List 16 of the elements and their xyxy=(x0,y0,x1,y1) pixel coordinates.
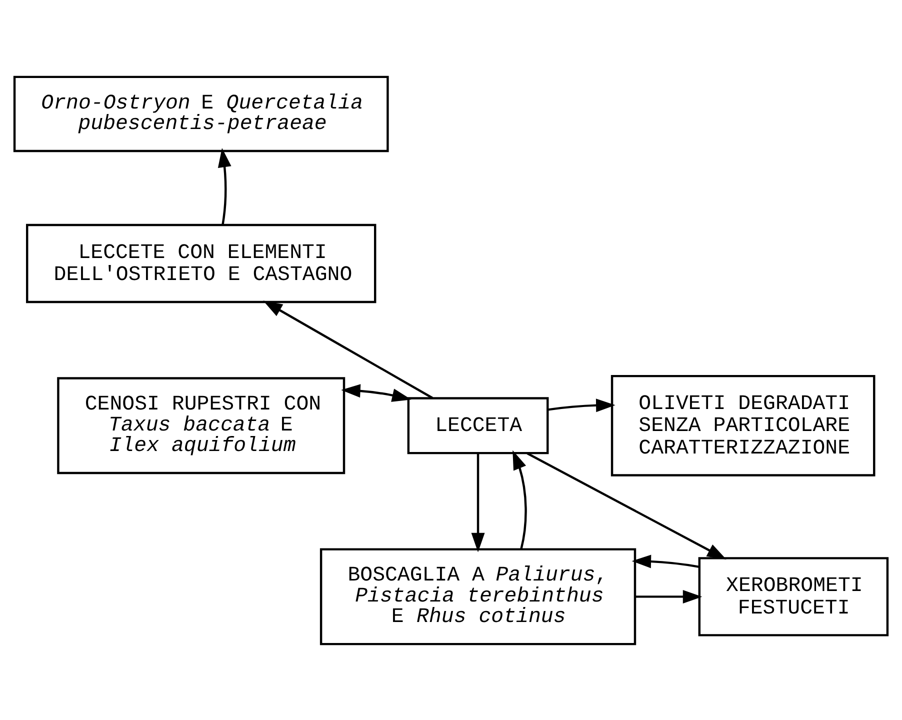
arrow xyxy=(548,398,616,412)
node-box: LECCETA xyxy=(407,396,549,454)
node-box: XEROBROMETI FESTUCETI xyxy=(698,556,889,636)
arrow xyxy=(512,450,527,549)
arrow xyxy=(632,554,699,568)
arrow xyxy=(635,589,702,603)
node-box: OLIVETI DEGRADATI SENZA PARTICOLARE CARATTERIZZAZIONE xyxy=(610,374,876,476)
arrow xyxy=(526,452,726,559)
node-box: LECCETE CON ELEMENTI DELL'OSTRIETO E CASTAGNO xyxy=(26,223,376,303)
node-box: Orno-Ostryon E Quercetalia pubescentis-petraeae xyxy=(13,75,389,152)
arrow xyxy=(263,300,434,398)
node-box: CENOSI RUPESTRI CON Taxus baccata E Ilex aquifolium xyxy=(57,376,346,474)
arrow xyxy=(341,384,412,402)
arrow xyxy=(218,147,232,225)
arrow xyxy=(471,452,485,552)
node-box: BOSCAGLIA A Paliurus, Pistacia terebinthus E Rhus cotinus xyxy=(320,548,636,645)
